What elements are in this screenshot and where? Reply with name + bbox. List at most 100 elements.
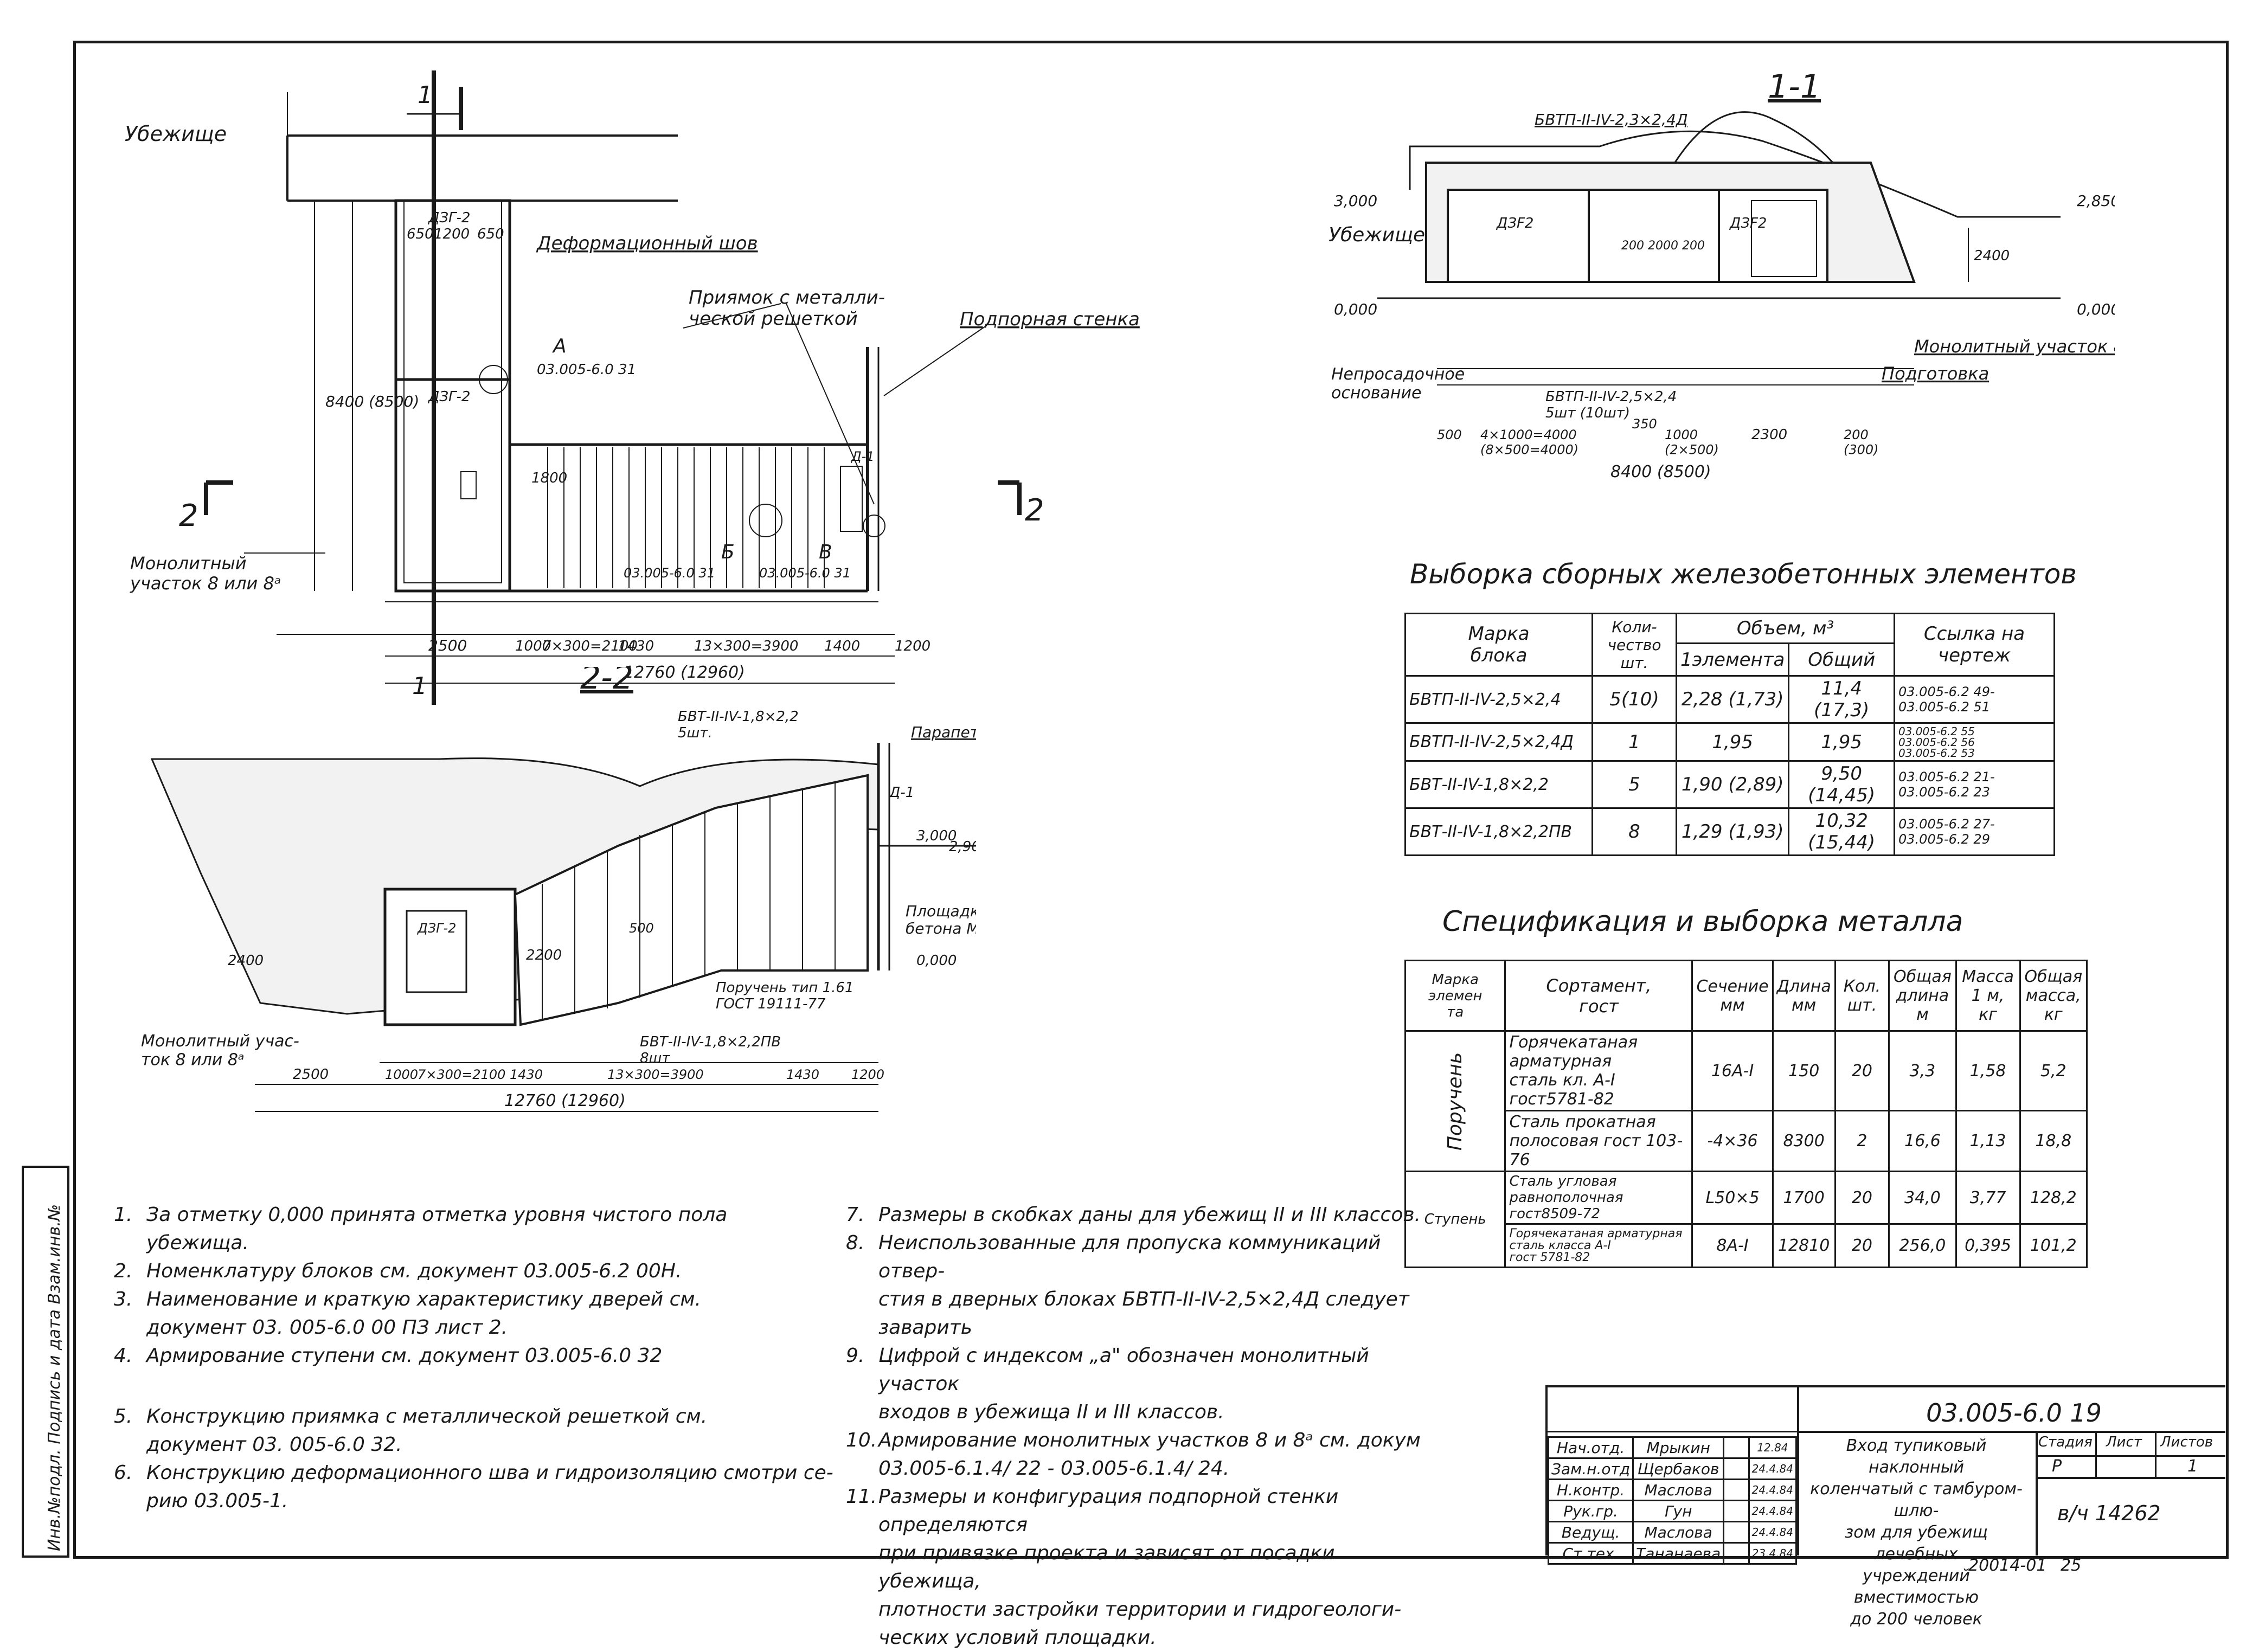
spec-cell: 8300 [1772,1110,1836,1172]
stage-value: Р [2052,1457,2062,1476]
note-item: 4.Армирование ступени см. документ 03.00… [114,1345,663,1367]
precast-cell: 1,95 [1675,722,1790,762]
plan-section-mark-bottom: 1 [412,672,427,700]
role-cell: Ведущ. [1547,1521,1634,1544]
table-row: Сталь прокатная полосовая гост 103-76 -4… [1406,1110,2088,1172]
sec22-dim-2500: 2500 [293,1066,329,1083]
precast-cell: БВТ-II-IV-1,8×2,2 [1404,760,1593,809]
drawing-sheet: Инв.№подл. Подпись и дата Взам.инв.№ [22,41,2229,1649]
plan-pit-label: Приямок с металли-ческой решеткой [689,287,885,330]
sec11-lvl-3000: 3,000 [1334,192,1377,210]
table-row: БВТ-II-IV-1,8×2,2ПВ 8 1,29 (1,93) 10,32 … [1404,807,2055,856]
sec22-dim-1430a: 1430 [510,1067,543,1082]
precast-h-mark: Марка блока [1404,613,1593,677]
spec-h-len: Длина мм [1772,960,1836,1032]
date-cell: 24.4.84 [1748,1500,1798,1522]
sec11-dim-1000: 1000(2×500) [1665,427,1719,458]
sheets-header: Листов [2160,1434,2213,1450]
date-cell: 24.4.84 [1748,1457,1798,1480]
sec11-dim-2400: 2400 [1974,248,2010,264]
precast-cell: 1,95 [1788,722,1895,762]
plan-section-right: 2 [1025,493,1044,528]
spec-h-tmass: Общая масса, кг [2019,960,2088,1032]
table-row: БВТП-II-IV-2,5×2,4Д 1 1,95 1,95 03.005-6… [1404,722,2055,762]
sec11-dim-2300: 2300 [1751,427,1787,443]
sec11-dim-500: 500 [1437,427,1462,442]
spec-cell: 0,395 [1955,1223,2021,1268]
precast-cell: 11,4 (17,3) [1788,675,1895,724]
title-description: Вход тупиковый наклонный коленчатый с та… [1810,1436,2023,1629]
sec11-title: 1-1 [1768,68,1821,106]
sec11-lvl-0000b: 0,000 [2077,300,2115,318]
sec22-dim-2400: 2400 [228,953,264,969]
date-cell: 24.4.84 [1748,1479,1798,1501]
spec-cell: 1,58 [1955,1030,2021,1111]
name-cell: Мрыкин [1632,1436,1725,1459]
table-row: БВТП-II-IV-2,5×2,4 5(10) 2,28 (1,73) 11,… [1404,675,2055,724]
note-item: 11.Размеры и конфигурация подпорной стен… [846,1486,1402,1649]
spec-cell: 18,8 [2019,1110,2088,1172]
stage-header: Стадия [2038,1434,2093,1450]
sec22-dim-1000: 1000 [385,1067,418,1082]
plan-ref-c: В [819,541,832,563]
sec22-door: ДЗГ-2 [417,921,456,936]
sec22-lvl-2900: 2,900 [949,839,976,855]
precast-cell: 9,50 (14,45) [1788,760,1895,809]
spec-cell: -4×36 [1691,1110,1774,1172]
precast-table: Марка блока Коли- чество шт. Объем, м³ С… [1404,613,2055,856]
role-cell: Нач.отд. [1547,1436,1634,1459]
spec-h-mass: Масса 1 м, кг [1955,960,2021,1032]
plan-shelter-label: Убежище [125,122,227,146]
note-item: 10.Армирование монолитных участков 8 и 8… [846,1429,1421,1480]
sheet-header: Лист [2106,1434,2142,1450]
sec22-dim-2100: 7×300=2100 [418,1067,505,1082]
date-cell: 12.84 [1748,1436,1798,1459]
sec11-door-1: ДЗF2 [1496,215,1533,232]
plan-dim-b-1430: 1430 [618,638,654,654]
precast-cell: 8 [1591,807,1677,856]
table-row: Горячекатаная арматурная сталь класса А-… [1406,1223,2088,1268]
plan-def-seam-label: Деформационный шов [536,233,758,254]
spec-cell: 34,0 [1888,1171,1957,1225]
sec22-lvl-3000: 3,000 [916,828,957,844]
table-row: Ступень Сталь угловая равнополочная гост… [1404,1171,2088,1268]
plan-dim-total-v: 8400 (8500) [325,393,419,410]
precast-h-ref: Ссылка на чертеж [1894,613,2055,677]
plan-dim-b-1000: 1000 [515,638,551,654]
spec-cell: 20 [1834,1223,1890,1268]
spec-cell: Горячекатаная арматурная сталь кл. А-I г… [1504,1030,1693,1111]
plan-dim-top-2: 1200 [434,226,470,242]
sec22-dim-2200: 2200 [526,947,562,963]
date-cell: 23.4.84 [1748,1542,1798,1565]
spec-group-2: Ступень [1404,1171,1506,1268]
sec11-dim-200: 200(300) [1844,427,1879,458]
precast-title: Выборка сборных железобетонных элементов [1410,558,2077,590]
name-cell: Тананаева [1632,1542,1725,1565]
precast-cell: БВТП-II-IV-2,5×2,4 [1404,675,1593,724]
spec-cell: 3,3 [1888,1030,1957,1111]
spec-h-sort: Сортамент, гост [1504,960,1693,1032]
plan-door-2: ДЗГ-2 [428,389,470,405]
spec-cell: 8А-I [1691,1223,1774,1268]
plan-dim-b-2100: 7×300=2100 [542,638,638,654]
spec-cell: 1,13 [1955,1110,2021,1172]
sec11-shelter: Убежище [1329,224,1425,246]
note-item: 5.Конструкцию приямка с металлической ре… [114,1405,708,1456]
sec22-monolith: Монолитный учас-ток 8 или 8ᵃ [141,1032,299,1070]
date-cell: 24.4.84 [1748,1521,1798,1544]
plan-view: 1 1 2 2 Убежище Деформационный шов Приям… [125,70,1140,705]
spec-h-qty: Кол. шт. [1834,960,1890,1032]
note-item: 7.Размеры в скобках даны для убежищ II и… [846,1204,1421,1226]
spec-cell: Сталь прокатная полосовая гост 103-76 [1504,1110,1693,1172]
plan-d-label: Д-1 [851,449,875,464]
spec-cell: 20 [1834,1171,1890,1225]
spec-cell: 3,77 [1955,1171,2021,1225]
